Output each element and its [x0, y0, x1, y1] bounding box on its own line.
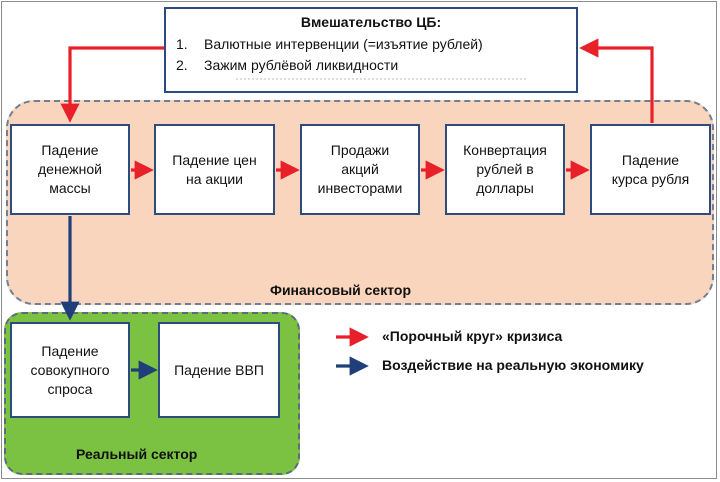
box-gdp: Падение ВВП [158, 322, 280, 418]
cb-item-text: Зажим рублёвой ликвидности [204, 57, 399, 73]
legend-vicious-circle: «Порочный круг» кризиса [334, 328, 562, 344]
box-aggregate-demand: Падение совокупного спроса [10, 322, 130, 418]
cb-intervention-box: Вмешательство ЦБ: 1. Валютные интервенци… [164, 7, 578, 93]
arrow-cb-to-money [60, 46, 164, 123]
box-money-supply: Падение денежной массы [10, 124, 130, 215]
cb-list-item: 1. Валютные интервенции (=изъятие рублей… [176, 34, 566, 55]
arrow-ruble-to-cb [579, 38, 654, 123]
box-ruble-rate: Падение курса рубля [590, 124, 711, 215]
box-investor-sales: Продажи акций инвесторами [300, 124, 420, 215]
cb-item-text: Валютные интервенции (=изъятие рублей) [204, 36, 483, 52]
legend-vicious-circle-label: «Порочный круг» кризиса [382, 328, 563, 344]
box-stock-prices: Падение цен на акции [154, 124, 275, 215]
cb-list-item: 2. Зажим рублёвой ликвидности [176, 55, 566, 76]
cb-faded-line [236, 78, 526, 86]
cb-list: 1. Валютные интервенции (=изъятие рублей… [176, 34, 566, 76]
financial-sector-label: Финансовый сектор [270, 282, 412, 298]
cb-title: Вмешательство ЦБ: [300, 14, 442, 30]
real-sector-label: Реальный сектор [76, 446, 198, 462]
cb-item-number: 1. [176, 36, 188, 52]
cb-item-number: 2. [176, 57, 188, 73]
legend-real-economy: Воздействие на реальную экономику [334, 357, 644, 373]
box-conversion: Конвертация рублей в доллары [445, 124, 565, 215]
legend-real-economy-label: Воздействие на реальную экономику [382, 357, 644, 373]
